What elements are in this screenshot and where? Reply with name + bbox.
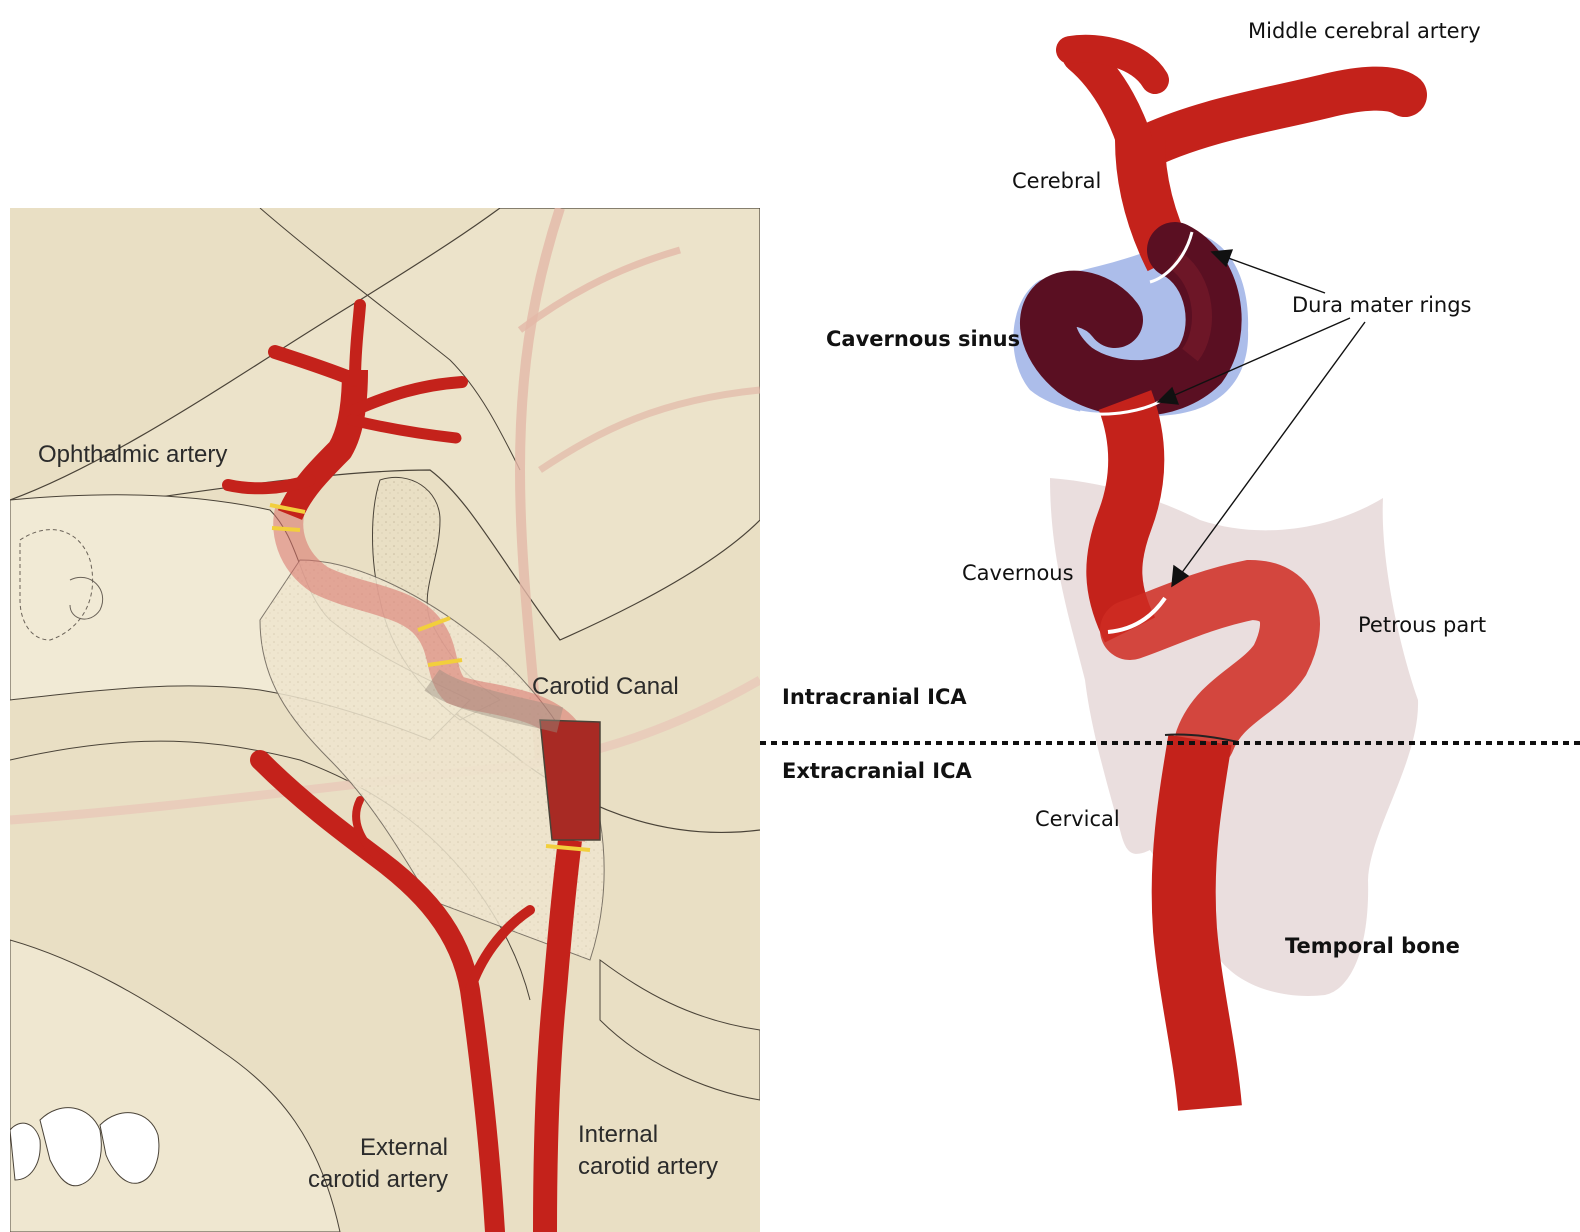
aca-branch: [268, 345, 362, 387]
ring-1: [269, 503, 306, 514]
tooth-2: [99, 1112, 160, 1184]
tooth-1: [39, 1107, 102, 1187]
canal-segment-tube: [424, 669, 564, 733]
label-middle-cerebral-artery: Middle cerebral artery: [1248, 19, 1481, 43]
left-illustration-panel: Ophthalmic artery Carotid Canal: [10, 208, 760, 1232]
label-intracranial-ica: Intracranial ICA: [782, 685, 967, 709]
petrous-cervical-boundary: [1164, 733, 1239, 743]
label-cerebral: Cerebral: [1012, 169, 1101, 193]
right-model-panel: Middle cerebral artery Cerebral Dura mat…: [760, 19, 1580, 1111]
ring-4: [427, 658, 463, 667]
label-external-carotid-2: carotid artery: [308, 1166, 448, 1193]
brain-gyrus-line: [259, 208, 521, 471]
internal-carotid-supraclinoid: [277, 369, 368, 521]
dura-ring-arrows: [1156, 249, 1366, 588]
label-external-carotid-1: External: [360, 1134, 448, 1161]
arrow-line-3: [1177, 321, 1366, 579]
ica-cavernous-loop: [1020, 222, 1242, 417]
label-temporal-bone: Temporal bone: [1285, 934, 1460, 958]
background-vessel-1: [514, 208, 565, 761]
label-internal-carotid-2: carotid artery: [578, 1153, 718, 1180]
arrowhead-3: [1171, 564, 1190, 588]
ring-2: [271, 526, 301, 532]
turbinate-swirl: [69, 576, 104, 620]
ica-petrous-segment: [1100, 559, 1320, 770]
cavernous-loop-highlight: [1168, 251, 1212, 362]
label-ophthalmic-artery: Ophthalmic artery: [38, 441, 227, 468]
ring-3: [417, 616, 451, 632]
external-carotid-artery: [250, 750, 505, 1232]
carotid-canal-segment: [539, 719, 601, 841]
posterior-branch-1: [349, 376, 468, 416]
label-internal-carotid-1: Internal: [578, 1121, 658, 1148]
internal-carotid-cervical: [533, 838, 582, 1232]
arrow-line-1: [1219, 254, 1326, 294]
label-extracranial-ica: Extracranial ICA: [782, 759, 972, 783]
ica-cavernous-segment: [1086, 390, 1165, 643]
posterior-branch-2: [346, 414, 462, 444]
mca-branch: [349, 299, 366, 386]
dural-rings-left: [269, 503, 591, 852]
skull-lower-right: [599, 959, 760, 1101]
middle-cerebral-artery: [1118, 66, 1427, 172]
arrowhead-1: [1210, 249, 1234, 268]
dura-ring-upper: [1149, 231, 1194, 284]
ica-cervical-segment: [1151, 734, 1242, 1111]
background-vessel-2: [517, 246, 681, 333]
label-carotid-canal: Carotid Canal: [532, 673, 679, 700]
tooth-3: [10, 1122, 41, 1181]
dura-ring-cavernous: [1107, 596, 1167, 634]
arrowhead-2: [1156, 386, 1180, 405]
arrow-line-2: [1167, 317, 1351, 399]
ring-5: [545, 844, 591, 852]
ophthalmic-artery-vessel: [222, 474, 316, 495]
label-cavernous-sinus: Cavernous sinus: [826, 327, 1020, 351]
external-carotid-branch: [465, 905, 535, 995]
label-dura-mater-rings: Dura mater rings: [1292, 293, 1472, 317]
nasal-turbinates: [19, 529, 94, 641]
external-carotid-branch-2: [352, 796, 384, 864]
background-vessel-3: [538, 386, 760, 473]
label-cervical: Cervical: [1035, 807, 1120, 831]
petrous-speckle: [260, 560, 605, 960]
label-cavernous: Cavernous: [962, 561, 1074, 585]
label-petrous-part: Petrous part: [1358, 613, 1486, 637]
aca-3d-top: [1056, 34, 1169, 94]
